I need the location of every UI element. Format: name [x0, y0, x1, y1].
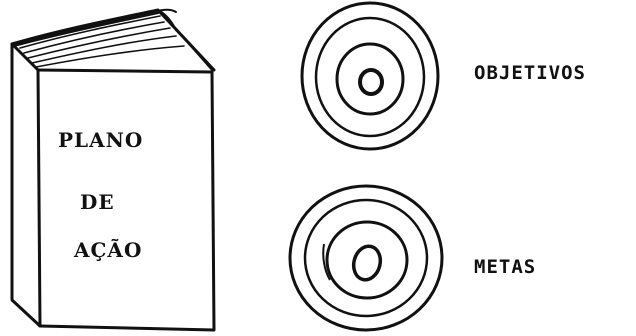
target-metas-outer-ring [290, 186, 442, 330]
book-cover [38, 70, 214, 330]
target-metas-bullseye [350, 243, 384, 283]
target-objetivos-bullseye [360, 70, 382, 94]
target-objetivos-outer-ring [302, 3, 438, 149]
book-pages [12, 10, 214, 70]
book-title-line-2: DE [80, 190, 115, 214]
target-objetivos-middle-ring [316, 18, 424, 136]
target-metas [290, 186, 442, 330]
label-objetivos: OBJETIVOS [474, 62, 586, 84]
book-spine [12, 44, 40, 326]
target-objetivos-inner-ring [337, 44, 403, 114]
book-title-line-1: PLANO [58, 128, 143, 152]
book-illustration [12, 10, 214, 330]
label-metas: METAS [474, 256, 536, 278]
target-metas-inner-ring [327, 222, 407, 298]
book-title-line-3: AÇÃO [74, 238, 142, 262]
target-objetivos [302, 3, 438, 149]
